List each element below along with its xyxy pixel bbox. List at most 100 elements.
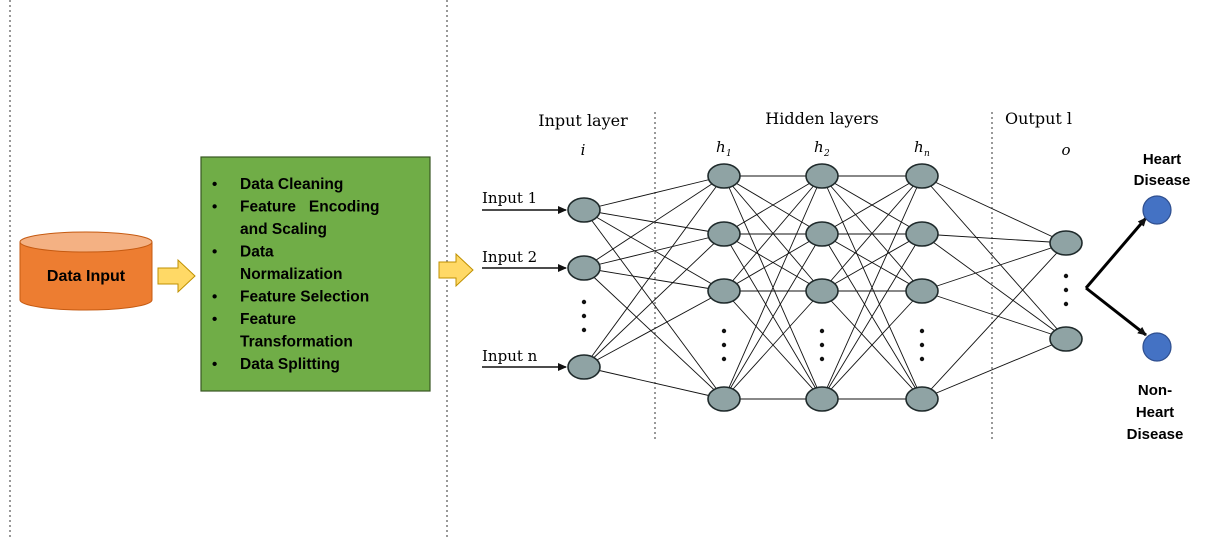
neuron-node: [905, 163, 939, 189]
ellipsis-dot: [581, 327, 587, 333]
ellipsis-dots: [581, 273, 1069, 362]
input-layer-symbol: i: [581, 141, 586, 159]
ellipsis-dot: [919, 356, 925, 362]
network-edge: [723, 233, 823, 400]
neuron-node: [567, 197, 601, 223]
ellipsis-dot: [819, 342, 825, 348]
svg-text:1: 1: [726, 149, 732, 159]
network-nodes: [567, 163, 1083, 412]
network-edge: [821, 233, 923, 400]
neuron-node: [1049, 326, 1083, 352]
network-edge: [583, 175, 725, 368]
preprocessing-bullet: •: [212, 311, 217, 328]
ellipsis-dot: [721, 328, 727, 334]
network-edge: [583, 233, 725, 368]
ellipsis-dot: [581, 299, 587, 305]
heart-disease-node: [1142, 195, 1172, 225]
hidden-layers-title: Hidden layers: [765, 109, 878, 128]
ellipsis-dot: [819, 328, 825, 334]
network-edge: [723, 175, 823, 235]
ellipsis-dot: [919, 328, 925, 334]
non-heart-label-line3: Disease: [1127, 426, 1184, 443]
ellipsis-dot: [581, 313, 587, 319]
neuron-node: [707, 386, 741, 412]
network-edge: [723, 290, 823, 400]
preprocessing-item-text: Feature Encoding: [240, 199, 380, 216]
neuron-node: [707, 221, 741, 247]
non-heart-label-line1: Non-: [1138, 382, 1172, 399]
network-edge: [921, 338, 1067, 400]
neuron-node: [805, 278, 839, 304]
data-input-cylinder: Data Input: [19, 231, 153, 311]
network-edge: [821, 233, 923, 292]
ellipsis-dot: [1063, 273, 1069, 279]
network-edge: [583, 267, 725, 400]
neuron-node: [567, 255, 601, 281]
svg-text:2: 2: [823, 149, 830, 159]
neuron-node: [707, 278, 741, 304]
neuron-node: [805, 163, 839, 189]
network-edge: [921, 175, 1067, 244]
network-edge: [723, 175, 823, 400]
hidden-symbol-n: h n: [914, 138, 930, 159]
network-edge: [821, 175, 923, 400]
input-n-label: Input n: [482, 347, 538, 365]
network-edge: [583, 175, 725, 211]
network-edge: [583, 267, 725, 292]
neuron-node: [1049, 230, 1083, 256]
preprocessing-item-text: Feature: [240, 311, 296, 328]
svg-text:h: h: [914, 138, 924, 156]
neuron-node: [567, 354, 601, 380]
network-edge: [921, 233, 1067, 340]
input-1-label: Input 1: [482, 189, 537, 207]
preprocessing-item-text: Feature Selection: [240, 289, 369, 306]
cylinder-body: [19, 242, 153, 311]
ellipsis-dot: [919, 342, 925, 348]
preprocessing-bullet: •: [212, 244, 217, 261]
neuron-node: [707, 163, 741, 189]
preprocessing-item-text: Normalization: [240, 266, 342, 283]
non-heart-label-line2: Heart: [1136, 404, 1174, 421]
network-edge: [583, 209, 725, 400]
neuron-node: [805, 221, 839, 247]
svg-text:h: h: [814, 138, 824, 156]
svg-text:h: h: [716, 138, 726, 156]
ellipsis-dot: [819, 356, 825, 362]
heart-disease-arrow: [1084, 217, 1148, 289]
network-edge: [583, 366, 725, 400]
heart-label-line1: Heart: [1143, 151, 1181, 168]
preprocessing-item-text: Data: [240, 244, 274, 261]
network-edge: [921, 233, 1067, 244]
preprocessing-item-text: Transformation: [240, 334, 353, 351]
non-heart-disease-arrow: [1085, 286, 1147, 337]
input-layer-title: Input layer: [538, 111, 628, 130]
network-edge: [583, 233, 725, 269]
hidden-symbol-1: h 1: [716, 138, 732, 159]
network-edge: [723, 175, 823, 292]
preprocessing-list: • Data Cleaning • Feature Encoding and Scali…: [212, 176, 380, 373]
network-edge: [821, 175, 923, 235]
preprocessing-bullet: •: [212, 289, 217, 306]
output-layer-symbol: o: [1061, 141, 1070, 159]
neuron-node: [905, 278, 939, 304]
network-edge: [921, 175, 1067, 340]
non-heart-disease-node: [1142, 332, 1172, 362]
preprocessing-item-text: Data Splitting: [240, 356, 340, 373]
preprocessing-item-text: Data Cleaning: [240, 176, 343, 193]
ellipsis-dot: [1063, 287, 1069, 293]
network-edge: [821, 290, 923, 400]
network-edge: [821, 175, 923, 292]
svg-text:n: n: [924, 149, 930, 159]
arrow-to-network: [438, 252, 474, 288]
preprocessing-box: • Data Cleaning • Feature Encoding and Scali…: [200, 156, 431, 392]
preprocessing-bullet: •: [212, 356, 217, 373]
preprocessing-item-text: and Scaling: [240, 221, 327, 238]
neuron-node: [905, 221, 939, 247]
cylinder-top: [19, 231, 153, 253]
arrow-to-preprocessing: [157, 258, 196, 294]
network-edge: [583, 175, 725, 269]
ellipsis-dot: [721, 342, 727, 348]
neuron-node: [805, 386, 839, 412]
network-edge: [583, 209, 725, 292]
